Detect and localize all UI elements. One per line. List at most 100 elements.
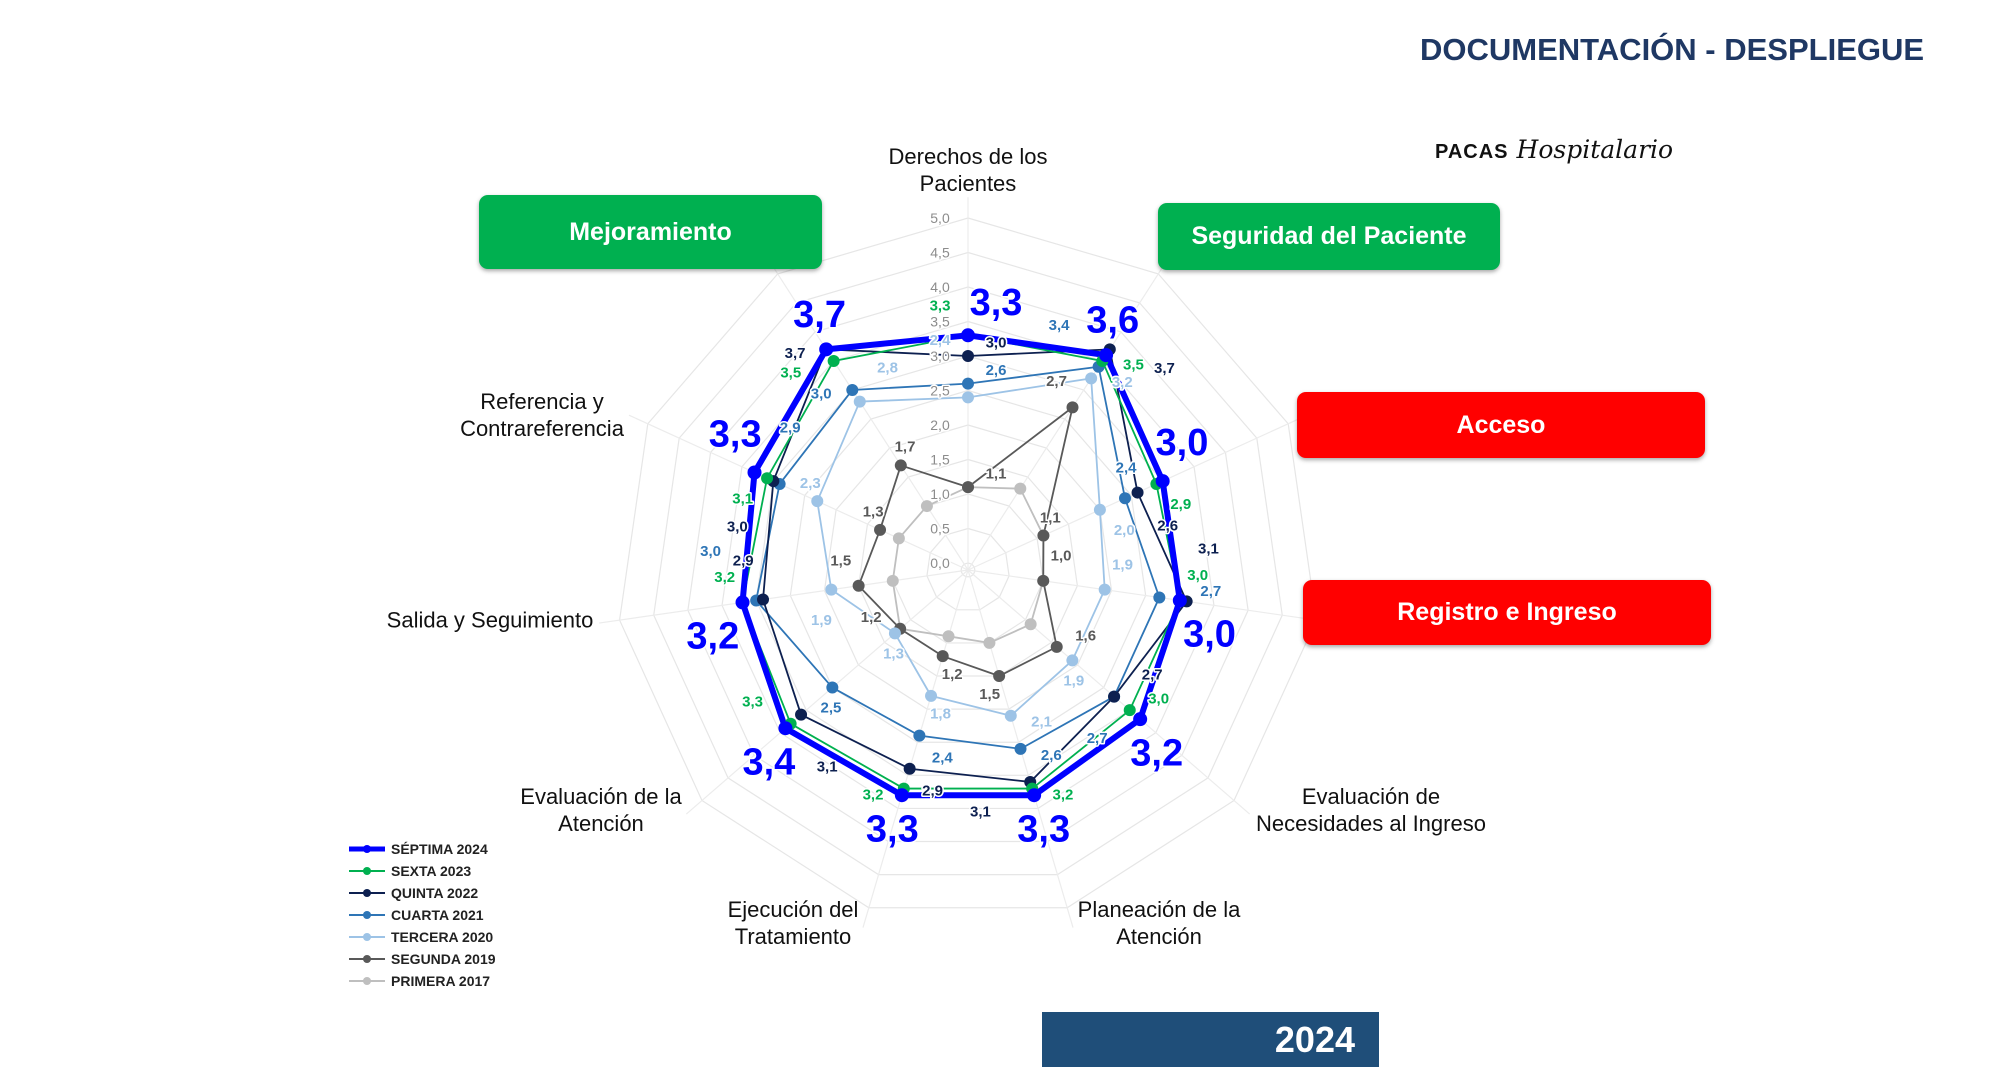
highlight-value-label: 3,6 [1086, 300, 1139, 342]
data-label: 3,1 [970, 804, 991, 821]
legend-item: PRIMERA 2017 [347, 970, 496, 992]
data-point [1027, 788, 1042, 803]
axis-spoke [765, 256, 969, 571]
series-line-quinta-2022 [762, 348, 1188, 783]
tick-label: 2,5 [930, 383, 950, 399]
axis-spoke [628, 414, 969, 571]
data-point [892, 532, 905, 545]
data-label: 3,2 [1112, 374, 1133, 391]
data-point [1098, 583, 1111, 596]
data-label: 2,5 [821, 700, 842, 717]
data-label: 3,2 [1053, 787, 1074, 804]
data-point [886, 574, 899, 587]
data-label: 3,2 [863, 787, 884, 804]
axis-spoke [967, 569, 1337, 624]
highlight-value-label: 3,4 [742, 742, 795, 784]
data-point [1014, 742, 1027, 755]
mejoramiento-box: Mejoramiento [479, 195, 822, 269]
highlight-value-label: 3,2 [686, 616, 739, 658]
tick-label: 5,0 [930, 210, 950, 226]
data-point [925, 689, 938, 702]
data-point [1093, 503, 1106, 516]
data-point [1108, 690, 1121, 703]
data-point [936, 650, 949, 663]
data-label: 2,7 [1087, 730, 1108, 747]
legend-item: SEGUNDA 2019 [347, 948, 496, 970]
data-label: 2,4 [1116, 459, 1138, 476]
data-point [761, 472, 774, 485]
highlight-value-label: 3,3 [866, 808, 919, 850]
data-label: 2,3 [800, 475, 821, 492]
tick-label: 1,5 [930, 452, 950, 468]
highlight-value-label: 3,0 [1156, 422, 1209, 464]
data-point [827, 354, 840, 367]
data-point [962, 350, 974, 362]
data-point [778, 721, 793, 736]
data-point [888, 627, 901, 640]
series-line-tercera-2020 [816, 377, 1106, 717]
data-point [1133, 712, 1148, 727]
data-point [811, 495, 824, 508]
acceso-box: Acceso [1297, 392, 1705, 458]
data-point [757, 593, 770, 606]
data-point [853, 395, 866, 408]
series-line-séptima-2024 [739, 332, 1183, 799]
data-label: 1,6 [1075, 627, 1096, 644]
data-label: 3,3 [930, 298, 951, 315]
year-badge: 2024 [1042, 1012, 1379, 1067]
legend-item: SÉPTIMA 2024 [347, 838, 496, 860]
data-point [993, 670, 1006, 683]
tick-label: 4,0 [930, 279, 950, 295]
axis-label-line: Tratamiento [734, 924, 852, 949]
data-point [1123, 704, 1136, 717]
data-point [1155, 474, 1170, 489]
data-label: 3,7 [785, 345, 806, 362]
legend-label: TERCERA 2020 [391, 929, 494, 945]
axis-spoke [685, 569, 969, 815]
data-label: 1,7 [895, 438, 916, 455]
legend-marker-icon [349, 889, 385, 897]
axis-label-line: Ejecución del [727, 897, 859, 922]
brand-script: Hospitalario [1516, 135, 1674, 164]
legend-marker-icon [349, 867, 385, 875]
data-label: 1,0 [1051, 547, 1072, 564]
data-point [1037, 529, 1050, 542]
data-point [846, 383, 859, 396]
legend-item: CUARTA 2021 [347, 904, 496, 926]
series-line-cuarta-2021 [755, 365, 1161, 750]
data-label: 1,2 [861, 609, 882, 626]
legend-item: QUINTA 2022 [347, 882, 496, 904]
tick-label: 4,5 [930, 245, 950, 261]
legend-marker-icon [349, 845, 385, 853]
legend-label: PRIMERA 2017 [391, 973, 491, 989]
grid-ring [960, 562, 976, 578]
grid-ring [618, 217, 1318, 909]
data-label: 2,6 [986, 362, 1007, 379]
data-label: 2,4 [932, 749, 954, 766]
data-label: 3,1 [817, 759, 838, 776]
highlight-value-label: 3,3 [709, 414, 762, 456]
legend-label: SEGUNDA 2019 [391, 951, 496, 967]
axis-label-line: Atención [1116, 924, 1202, 949]
data-point [1119, 492, 1132, 505]
data-point [913, 729, 926, 742]
legend-marker-icon [349, 955, 385, 963]
data-label: 1,5 [979, 686, 1000, 703]
axis-label-line: Planeación de la [1077, 897, 1241, 922]
data-label: 2,9 [922, 782, 943, 799]
grid-ring [687, 286, 1249, 843]
data-point [874, 523, 887, 536]
data-point [1050, 640, 1063, 653]
legend-marker-icon [349, 977, 385, 985]
data-label: 3,1 [732, 490, 753, 507]
data-label: 1,9 [1112, 556, 1133, 573]
data-label: 3,4 [1049, 317, 1071, 334]
data-point [1153, 591, 1166, 604]
registro-box: Registro e Ingreso [1303, 580, 1711, 645]
grid-ring [858, 458, 1078, 677]
tick-label: 3,5 [930, 314, 950, 330]
data-label: 2,9 [780, 420, 801, 437]
